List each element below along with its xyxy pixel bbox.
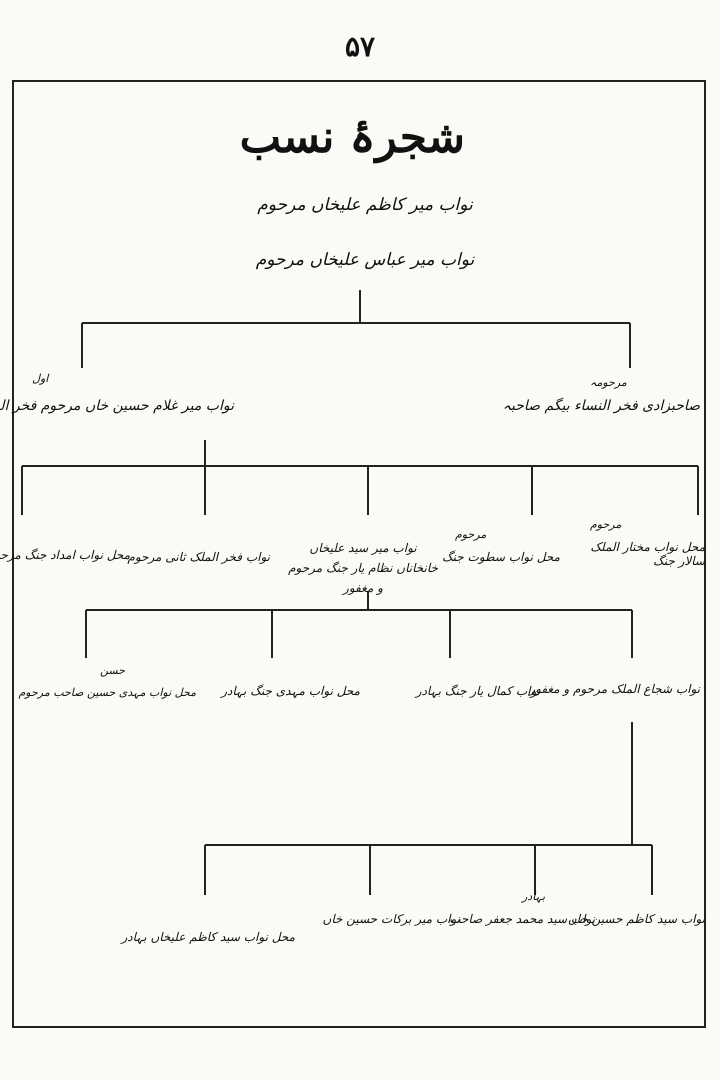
gen4-node-1-name: نواب شجاع الملک مرحوم و مغفور	[529, 682, 700, 696]
gen2-right-note: مرحومہ	[590, 376, 627, 389]
gen2-left-name: نواب میر غلام حسین خاں مرحوم فخر الملک	[0, 398, 234, 414]
gen3-node-2-name: محل نواب سطوت جنگ	[441, 550, 560, 564]
gen4-node-4-note: حسن	[100, 664, 125, 677]
gen3-node-1-note: مرحوم	[590, 518, 622, 531]
gen3-node-2-note: مرحوم	[455, 528, 487, 541]
page-border	[12, 80, 706, 1028]
page-number: ۵۷	[344, 30, 376, 63]
gen3-node-5-name: محل نواب امداد جنگ مرحوم	[0, 548, 130, 562]
gen5-node-2-note: بہادر	[522, 890, 546, 903]
ancestor-1: نواب میر کاظم علیخاں مرحوم	[257, 195, 473, 215]
gen3-node-4-name: نواب فخر الملک ثانی مرحوم	[127, 550, 270, 564]
gen3-node-1-name: محل نواب مختار الملک سالار جنگ	[590, 540, 705, 568]
tree-title: شجرۂ نسب	[239, 112, 465, 163]
gen4-node-4-name: محل نواب مہدی حسین صاحب مرحوم	[18, 686, 196, 699]
gen2-left-note: اول	[32, 372, 49, 385]
ancestor-2: نواب میر عباس علیخاں مرحوم	[255, 250, 475, 270]
gen3-node-3-name: نواب میر سید علیخاں خانخاناں نظام یار جن…	[288, 541, 438, 595]
gen5-node-1-name: نواب سید کاظم حسین خاں	[567, 912, 705, 926]
gen5-node-3-name: نواب میر برکات حسین خاں	[322, 912, 461, 926]
gen5-node-4-name: محل نواب سید کاظم علیخاں بہادر	[121, 930, 295, 944]
gen5-node-2-name: نواب سید محمد جعفر صاحب	[449, 912, 595, 926]
gen2-right-name: صاحبزادی فخر النساء بیگم صاحبہ	[502, 398, 700, 414]
gen4-node-2-name: نواب کمال یار جنگ بہادر	[415, 684, 540, 698]
gen4-node-3-name: محل نواب مہدی جنگ بہادر	[221, 684, 360, 698]
